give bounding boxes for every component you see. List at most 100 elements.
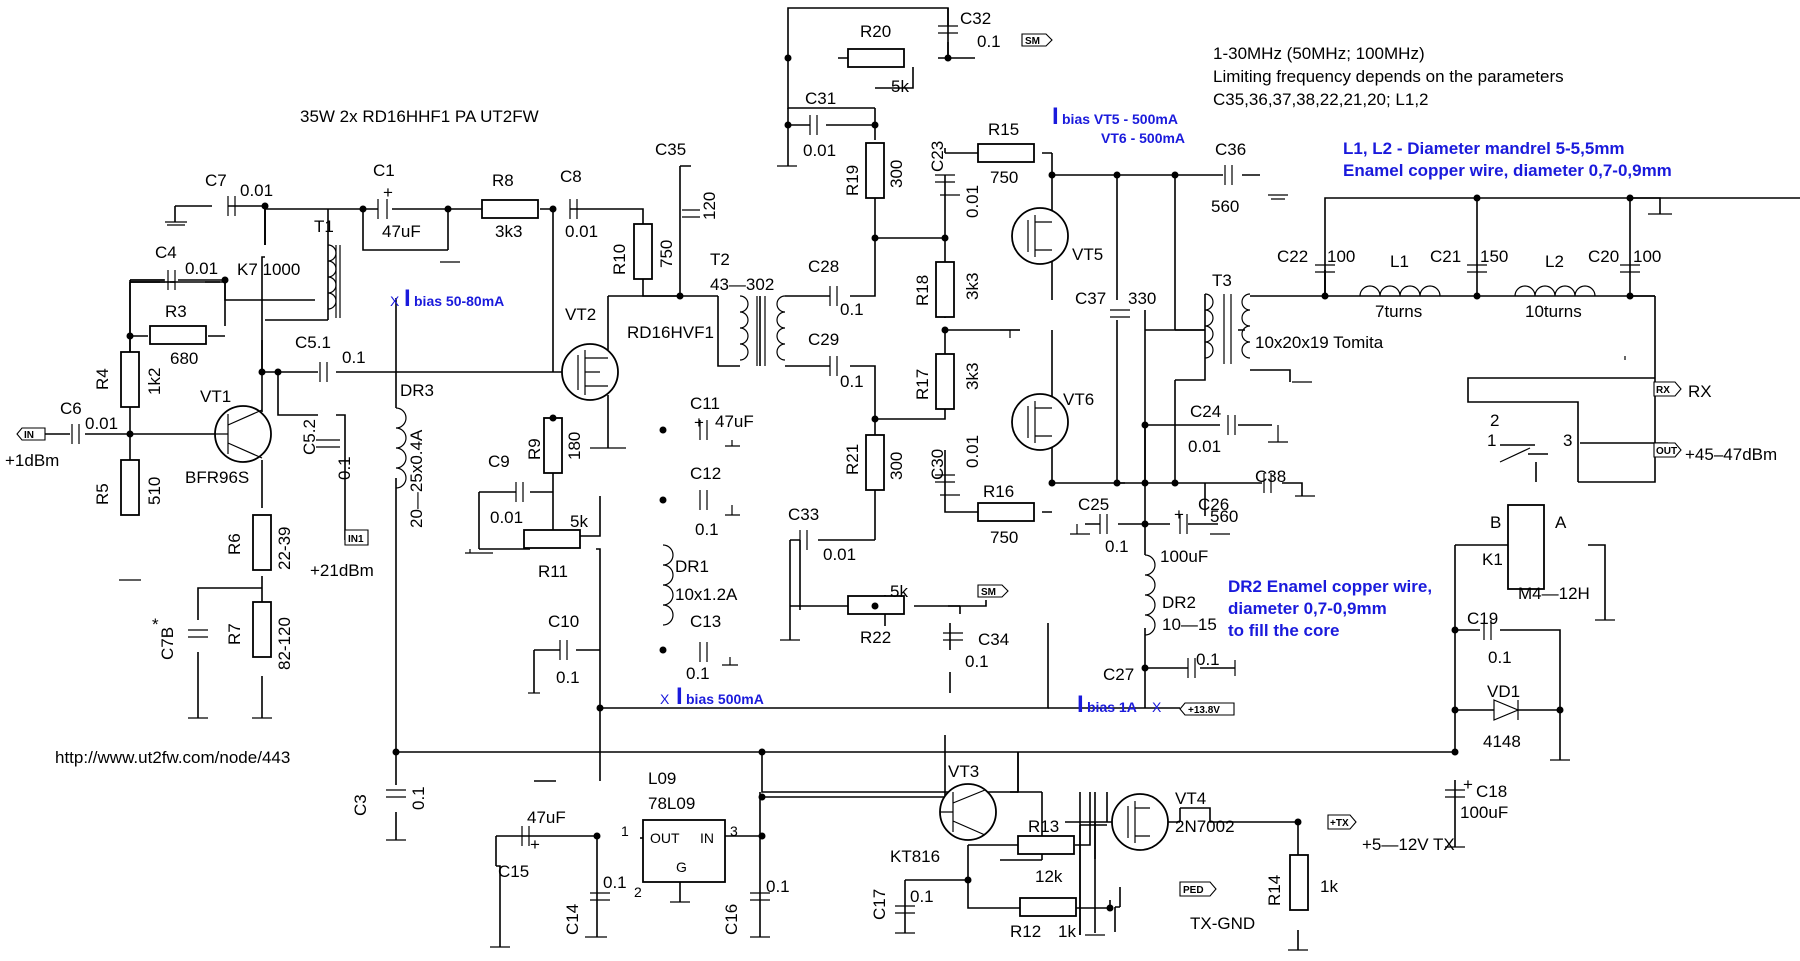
regulator-in: IN — [700, 830, 714, 846]
label-C20: C20 — [1588, 247, 1619, 266]
capacitor-C7B — [188, 629, 208, 638]
label-DR3: DR3 — [400, 381, 434, 400]
label-C30: C30 — [928, 449, 947, 480]
capacitor-C32 — [938, 25, 958, 34]
label-C4: C4 — [155, 243, 177, 262]
label-C9: C9 — [488, 452, 510, 471]
bias-50-80: bias 50-80mA — [414, 293, 504, 309]
value-VT3: KT816 — [890, 847, 940, 866]
note-frequency: 1-30MHz (50MHz; 100MHz) — [1213, 44, 1425, 63]
value-R3: 680 — [170, 349, 198, 368]
value-C7: 0.01 — [240, 181, 273, 200]
relay-K1 — [1507, 504, 1545, 590]
label-VT1: VT1 — [200, 387, 231, 406]
capacitor-C19 — [1483, 620, 1492, 640]
regulator-pin-2: 2 — [634, 884, 642, 900]
label-K1: K1 — [1482, 550, 1503, 569]
note-dr2-1: DR2 Enamel copper wire, — [1228, 577, 1432, 596]
ground-symbols — [119, 165, 1672, 951]
label-C1: C1 — [373, 161, 395, 180]
resistors — [120, 48, 1309, 917]
bias-vt5: bias VT5 - 500mA — [1062, 111, 1178, 127]
value-C3: 0.1 — [409, 786, 428, 810]
regulator-pin-3: 3 — [730, 823, 738, 839]
label-C12: C12 — [690, 464, 721, 483]
value-C28: 0.1 — [840, 300, 864, 319]
capacitor-C15 — [521, 826, 530, 846]
resistor-R9 — [543, 417, 563, 474]
capacitor-C23 — [935, 174, 955, 183]
value-R6: 22-39 — [275, 527, 294, 570]
capacitor-C22 — [1315, 264, 1335, 273]
value-R12: 1k — [1058, 922, 1076, 941]
level-mid: +21dBm — [310, 561, 374, 580]
capacitor-C20 — [1620, 264, 1640, 273]
capacitor-C21 — [1467, 264, 1487, 273]
value-R7: 82-120 — [275, 617, 294, 670]
port-tx: +TX — [1330, 818, 1349, 829]
note-limit: Limiting frequency depends on the parame… — [1213, 67, 1564, 86]
label-R3: R3 — [165, 302, 187, 321]
capacitor-C9 — [515, 482, 524, 502]
label-C18: C18 — [1476, 782, 1507, 801]
resistor-R18 — [935, 261, 955, 318]
level-rx: RX — [1688, 382, 1712, 401]
asterisk-C7B: * — [152, 615, 159, 634]
label-C27: C27 — [1103, 665, 1134, 684]
label-VT3: VT3 — [948, 762, 979, 781]
value-C11: 47uF — [715, 412, 754, 431]
value-C32: 0.1 — [977, 32, 1001, 51]
bias-labels: I bias VT5 - 500mA VT6 - 500mA X I bias … — [390, 103, 1185, 718]
value-C6: 0.01 — [85, 414, 118, 433]
port-out: OUT — [1656, 446, 1677, 457]
capacitor-C27 — [1187, 658, 1196, 678]
label-C6: C6 — [60, 399, 82, 418]
bias-1a: bias 1A — [1087, 699, 1137, 715]
value-K1: M4—12H — [1518, 584, 1590, 603]
bias-x-3: X — [1152, 699, 1162, 715]
label-L2: L2 — [1545, 252, 1564, 271]
transistor-VT4 — [1111, 793, 1169, 851]
label-C3: C3 — [351, 794, 370, 816]
value-R13: 12k — [1035, 867, 1063, 886]
label-R7: R7 — [225, 623, 244, 645]
value-DR3: 20—25x0.4A — [407, 429, 426, 528]
value-R9: 180 — [565, 432, 584, 460]
capacitor-C24 — [1227, 415, 1236, 435]
capacitor-C8 — [569, 199, 578, 219]
value-C8: 0.01 — [565, 222, 598, 241]
value-R8: 3k3 — [495, 222, 522, 241]
label-T1: T1 — [314, 217, 334, 236]
label-VT2: VT2 — [565, 305, 596, 324]
value-C14: 0.1 — [603, 873, 627, 892]
capacitor-C52 — [316, 439, 340, 448]
port-ped: PED — [1183, 885, 1204, 896]
bias-i-1: I — [404, 285, 411, 312]
resistor-R21 — [865, 434, 885, 491]
regulator-78L09 — [642, 819, 726, 883]
level-out: +45–47dBm — [1685, 445, 1777, 464]
value-R17: 3k3 — [963, 363, 982, 390]
resistor-R13 — [1017, 835, 1075, 855]
value-R22: 5k — [890, 582, 908, 601]
label-R4: R4 — [93, 368, 112, 390]
label-L09: L09 — [648, 769, 676, 788]
value-C51: 0.1 — [342, 348, 366, 367]
label-C26: C26 — [1198, 495, 1229, 514]
value-C23: 0.01 — [963, 185, 982, 218]
value-C12: 0.1 — [695, 520, 719, 539]
value-VT4: 2N7002 — [1175, 817, 1235, 836]
resistor-R6 — [252, 514, 272, 571]
capacitor-C25 — [1099, 514, 1108, 534]
resistor-R5 — [120, 459, 140, 516]
label-R8: R8 — [492, 171, 514, 190]
resistor-R17 — [935, 353, 955, 410]
label-C16: C16 — [722, 904, 741, 935]
note-params: C35,36,37,38,22,21,20; L1,2 — [1213, 90, 1429, 109]
misc-components — [642, 447, 1545, 883]
capacitor-C33 — [799, 530, 808, 550]
label-C17: C17 — [870, 889, 889, 920]
label-T2: T2 — [710, 250, 730, 269]
level-tx: +5—12V TX — [1362, 835, 1455, 854]
bias-x-2: X — [660, 691, 670, 707]
